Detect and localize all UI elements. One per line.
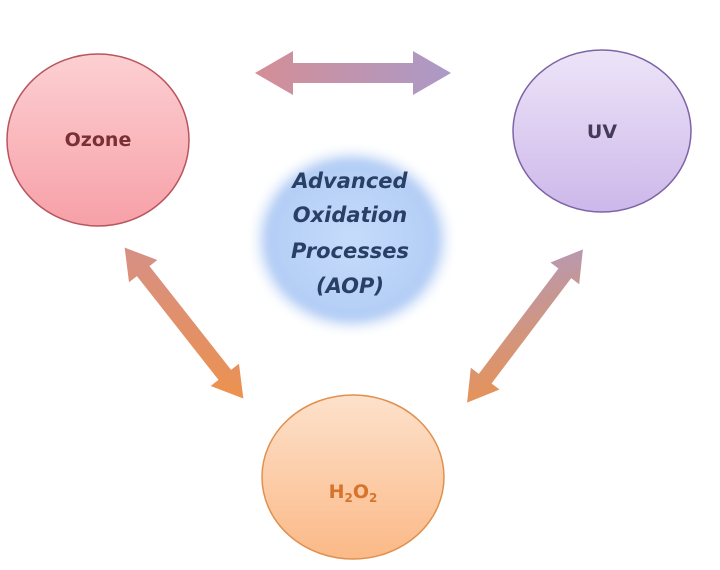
- ozone-node: Ozone: [6, 53, 190, 227]
- double-arrow-uv-h2o2: [467, 249, 583, 403]
- aop-label-line-4: (AOP): [316, 274, 384, 298]
- ozone-label: Ozone: [65, 129, 132, 151]
- h2o2-node: H2O2: [261, 394, 445, 560]
- double-arrow-ozone-uv: [255, 51, 451, 95]
- uv-node: UV: [512, 49, 692, 213]
- aop-node: Advanced Oxidation Processes (AOP): [248, 144, 456, 336]
- aop-label-line-2: Oxidation: [293, 203, 407, 227]
- h2o2-label: H2O2: [329, 481, 378, 505]
- double-arrow-ozone-h2o2: [124, 247, 244, 399]
- uv-label: UV: [587, 121, 617, 143]
- aop-label-line-1: Advanced: [290, 169, 408, 193]
- aop-label-line-3: Processes: [291, 239, 409, 263]
